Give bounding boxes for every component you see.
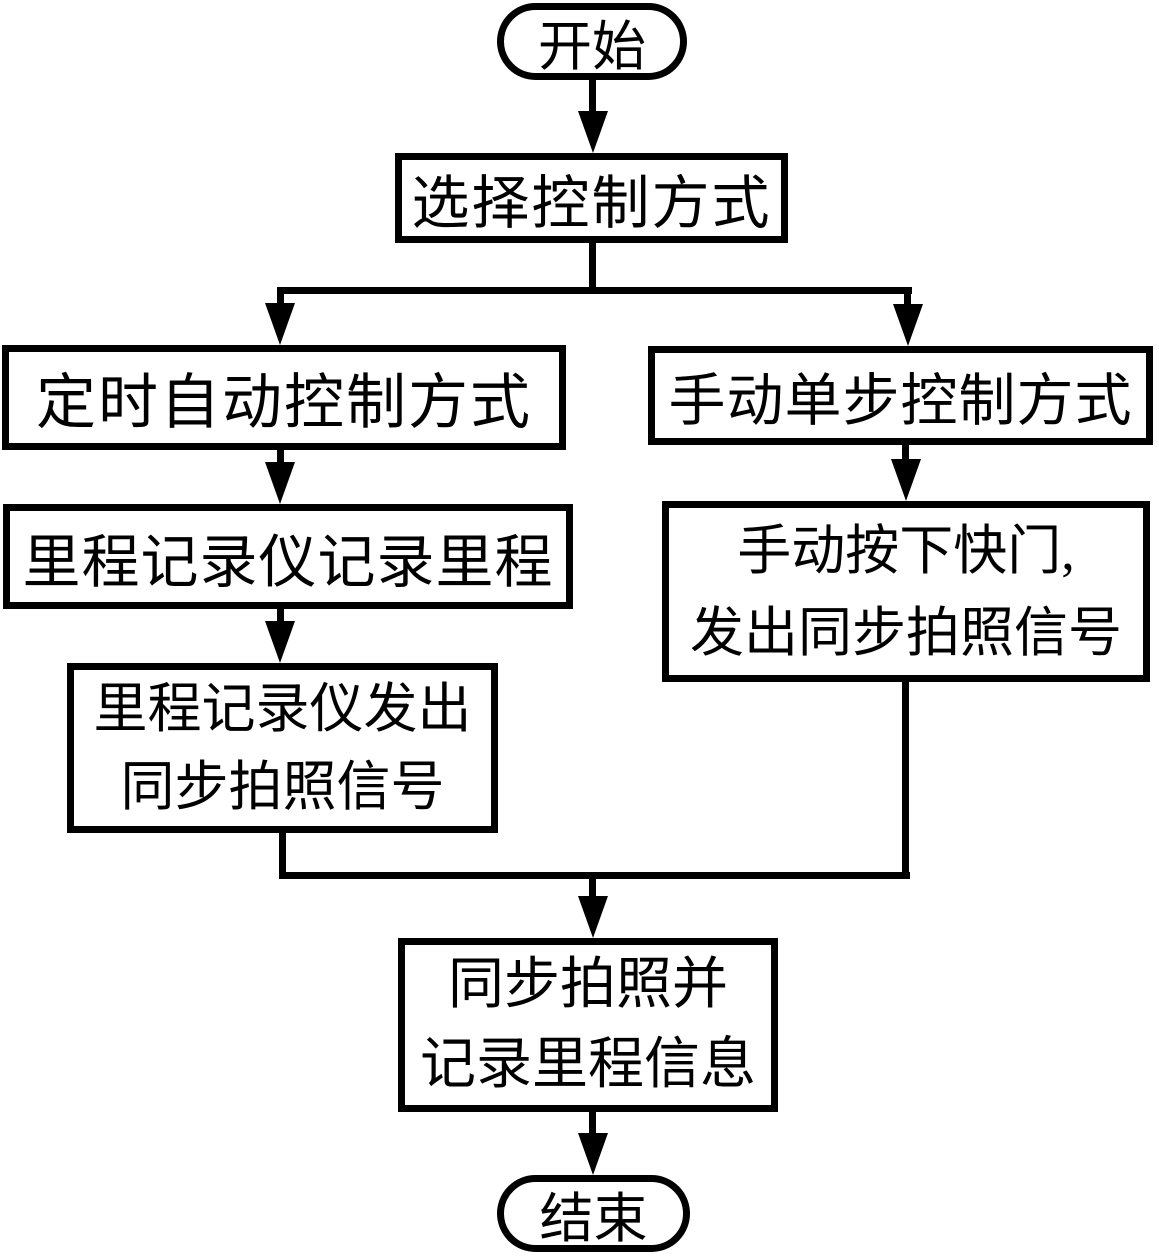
arrow-sync-to-end-arrowhead	[578, 1133, 608, 1175]
manual-shutter-signal-label: 手动按下快门, 发出同步拍照信号	[690, 520, 1122, 663]
arrow-record-to-signal-arrowhead	[265, 621, 295, 663]
manual-step-control-label: 手动单步控制方式	[668, 369, 1133, 433]
arrow-auto-to-record-shaft	[277, 450, 284, 468]
select-control-label: 选择控制方式	[411, 171, 772, 236]
timed-auto-control-label: 定时自动控制方式	[36, 370, 532, 436]
mileage-recorder-signal-box: 里程记录仪发出 同步拍照信号	[67, 663, 498, 833]
arrow-start-to-select-arrowhead	[578, 111, 608, 153]
arrow-branch-left-arrowhead	[265, 303, 295, 345]
connector-left-to-merge-line	[279, 833, 286, 879]
manual-shutter-signal-box: 手动按下快门, 发出同步拍照信号	[662, 501, 1150, 682]
mileage-recorder-signal-label: 里程记录仪发出 同步拍照信号	[93, 679, 472, 817]
sync-photo-record-box: 同步拍照并 记录里程信息	[398, 938, 778, 1112]
arrow-manual-to-shutter-shaft	[902, 445, 909, 465]
arrow-auto-to-record-arrowhead	[265, 462, 295, 504]
arrow-branch-right-arrowhead	[893, 304, 923, 346]
arrow-merge-to-sync-arrowhead	[578, 896, 608, 938]
arrow-start-to-select-shaft	[589, 80, 596, 118]
arrow-sync-to-end-shaft	[589, 1112, 596, 1137]
arrow-branch-left-shaft	[277, 287, 284, 309]
timed-auto-control-box: 定时自动控制方式	[2, 345, 566, 450]
end-node: 结束	[497, 1175, 690, 1252]
arrow-branch-right-shaft	[904, 287, 911, 309]
start-label: 开始	[538, 17, 646, 77]
connector-select-to-branch	[589, 243, 596, 293]
manual-step-control-box: 手动单步控制方式	[648, 346, 1153, 445]
arrow-merge-to-sync-shaft	[589, 872, 596, 900]
arrow-record-to-signal-shaft	[277, 609, 284, 627]
connector-right-to-merge-line	[902, 682, 909, 879]
sync-photo-record-label: 同步拍照并 记录里程信息	[420, 954, 756, 1096]
select-control-box: 选择控制方式	[395, 153, 788, 243]
mileage-recorder-record-box: 里程记录仪记录里程	[3, 504, 573, 609]
start-node: 开始	[497, 3, 687, 80]
mileage-recorder-record-label: 里程记录仪记录里程	[22, 529, 554, 595]
end-label: 结束	[539, 1189, 648, 1249]
arrow-manual-to-shutter-arrowhead	[891, 459, 921, 501]
branch-split-line	[277, 287, 912, 294]
